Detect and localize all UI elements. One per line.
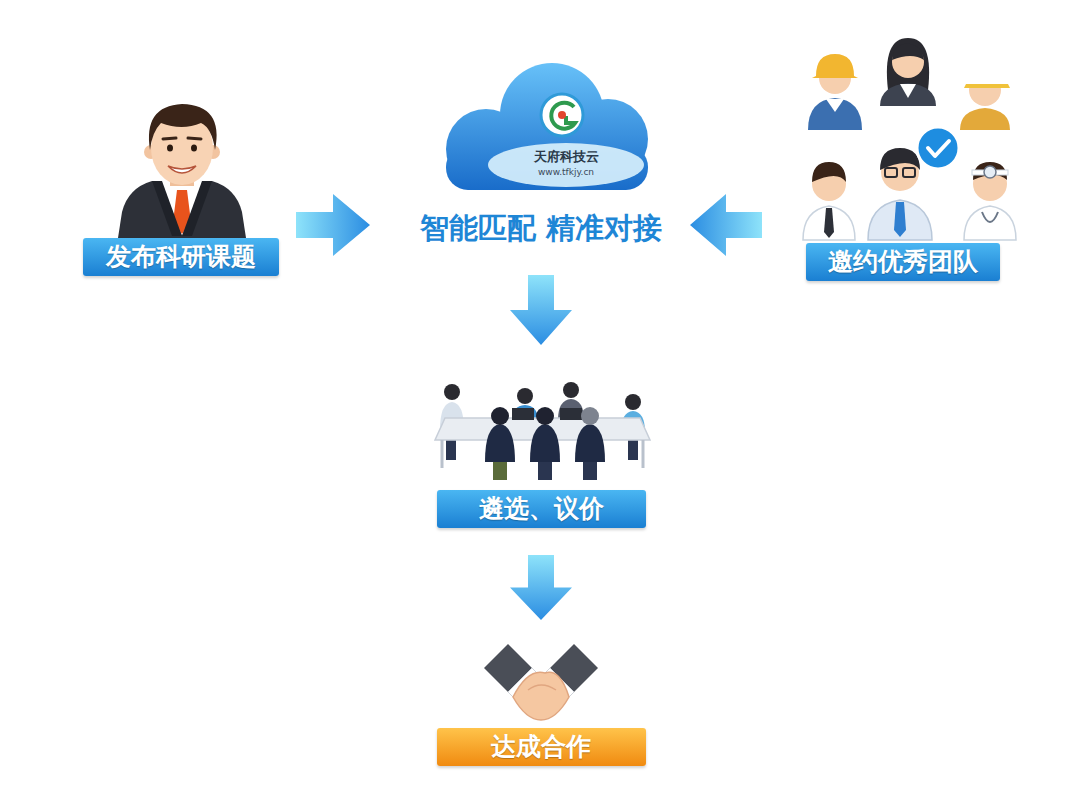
meeting-illustration: [558, 399, 584, 420]
meeting-illustration: [560, 408, 582, 420]
businessman-figure: [163, 138, 176, 139]
team-avatars: [982, 212, 998, 222]
team-avatars: [894, 202, 906, 237]
meeting-illustration: [536, 407, 554, 425]
meeting-illustration: [583, 462, 597, 480]
cloud-shape: [558, 111, 566, 119]
platform-name: 天府科技云: [534, 149, 599, 165]
flow-arrow: [296, 194, 370, 256]
step-label: 邀约优秀团队: [806, 243, 1000, 281]
cloud-shape: [551, 103, 575, 129]
team-avatars: [973, 162, 1007, 180]
label-text: 发布科研课题: [106, 242, 256, 272]
team-avatars: [868, 200, 932, 240]
meeting-illustration: [491, 407, 509, 425]
platform-url: www.tfkjy.cn: [538, 167, 594, 178]
meeting-illustration: [444, 384, 460, 400]
team-avatars: [984, 166, 996, 178]
meeting-illustration: [441, 440, 444, 468]
team-avatars: [803, 206, 855, 240]
meeting-illustration: [493, 462, 507, 480]
team-avatars: [964, 206, 1016, 240]
team-avatars: [960, 108, 1010, 130]
cloud-shape: [446, 63, 648, 190]
meeting-illustration: [512, 408, 534, 420]
meeting-illustration: [625, 394, 641, 410]
flow-arrow: [510, 555, 572, 620]
team-avatars: [928, 141, 949, 156]
team-avatars: [880, 148, 920, 170]
label-text: 达成合作: [491, 732, 591, 762]
businessman-figure: [149, 104, 217, 150]
cloud-shape: [488, 143, 644, 187]
handshake-icon: [513, 672, 569, 720]
businessman-figure: [118, 104, 246, 238]
meeting-illustration: [485, 424, 515, 462]
step-label: 遴选、议价: [437, 490, 646, 528]
businessman-figure: [118, 181, 246, 238]
meeting-illustration: [575, 424, 605, 462]
label-text: 邀约优秀团队: [828, 247, 978, 277]
team-avatars: [880, 83, 936, 106]
meeting-illustration: [538, 462, 552, 480]
team-avatars: [968, 66, 1002, 86]
team-avatars: [900, 84, 916, 98]
team-avatars: [892, 44, 924, 60]
platform-cloud: 天府科技云 www.tfkjy.cn 智能匹配 精准对接: [386, 55, 696, 255]
handshake-icon: [528, 685, 556, 690]
step-label: 发布科研课题: [83, 238, 279, 276]
result-label: 达成合作: [437, 728, 646, 766]
businessman-figure: [168, 166, 196, 173]
team-avatars: [903, 168, 915, 177]
team-avatars: [973, 167, 1007, 201]
label-text: 遴选、议价: [479, 494, 604, 524]
businessman-figure: [152, 181, 182, 236]
meeting-illustration: [642, 440, 645, 468]
team-avatars: [812, 162, 846, 182]
flow-arrow: [510, 275, 572, 345]
team-avatars: [826, 99, 844, 112]
businessman-figure: [167, 145, 173, 152]
meeting-illustration: [581, 407, 599, 425]
team-avatars: [917, 127, 959, 169]
cloud-shape: [541, 94, 583, 136]
team-avatars: [803, 38, 1016, 240]
meeting-illustration: [435, 382, 650, 480]
team-avatars: [887, 38, 929, 90]
meeting-illustration: [530, 424, 560, 462]
team-avatars: [812, 54, 858, 78]
businessman-figure: [182, 181, 212, 236]
meeting-illustration: [517, 388, 533, 404]
team-avatars: [824, 208, 834, 238]
businessman-figure: [188, 138, 201, 139]
businessman-figure: [191, 145, 197, 152]
team-avatars: [885, 168, 897, 177]
platform-heading: 智能匹配 精准对接: [420, 211, 662, 246]
meeting-illustration: [563, 382, 579, 398]
team-avatars: [964, 84, 1010, 88]
flow-arrow: [690, 194, 762, 256]
handshake-icon: [484, 644, 598, 720]
team-avatars: [808, 98, 862, 130]
